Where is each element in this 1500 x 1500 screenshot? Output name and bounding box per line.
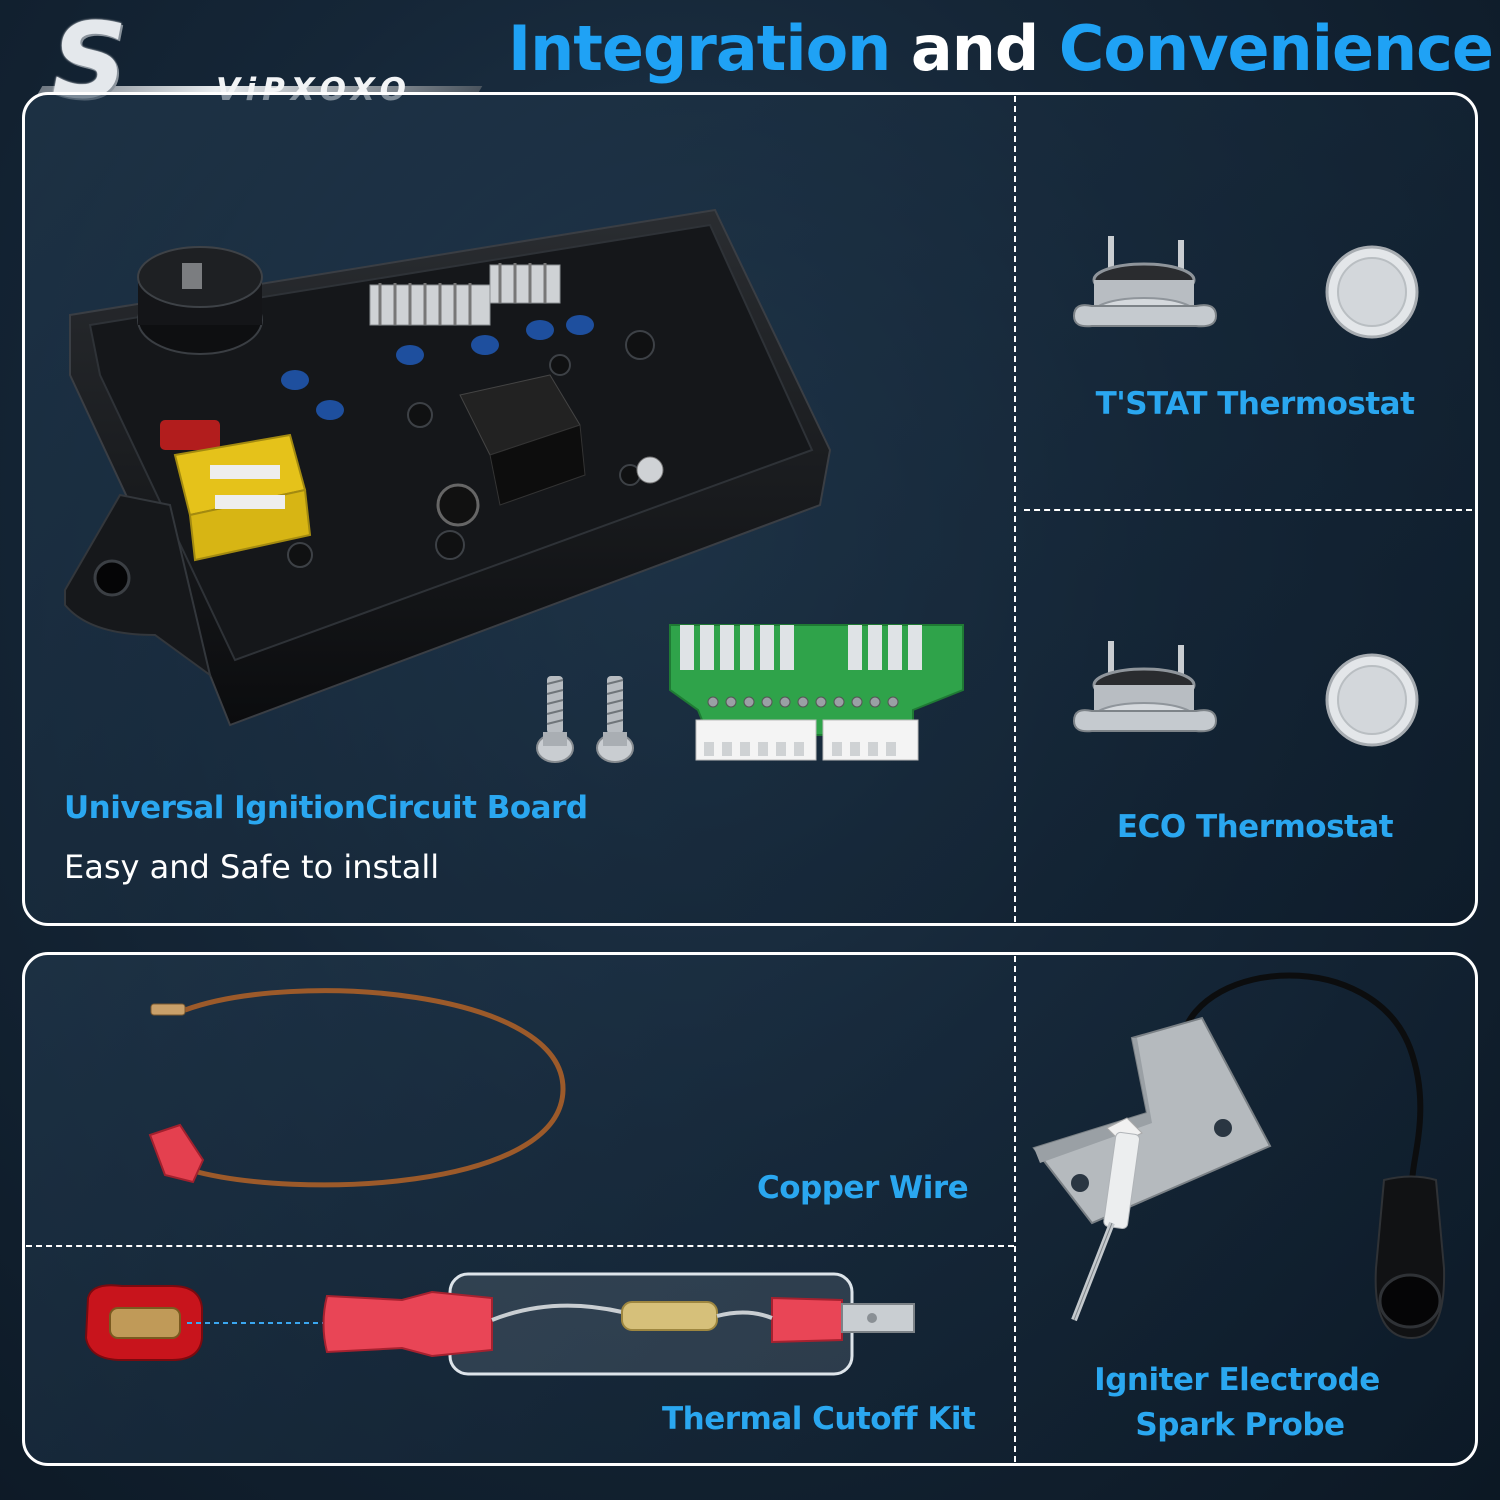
thermal-cutoff-kit-label: Thermal Cutoff Kit xyxy=(662,1401,976,1437)
tstat-thermostat-label: T'STAT Thermostat xyxy=(1095,386,1415,422)
igniter-electrode-image xyxy=(1032,972,1446,1340)
thermal-cutoff-kit-image xyxy=(84,1272,915,1376)
top-panel-divider-horizontal xyxy=(1024,509,1472,511)
ignition-board-image xyxy=(64,208,832,727)
mounting-screws-image xyxy=(536,676,634,763)
eco-thermostat-top-image xyxy=(1325,653,1419,747)
ignition-board-label: Universal IgnitionCircuit Board xyxy=(64,790,588,826)
title-integration: Integration xyxy=(508,12,891,85)
eco-thermostat-label: ECO Thermostat xyxy=(1116,809,1394,845)
copper-wire-label: Copper Wire xyxy=(757,1170,969,1206)
title-and: and xyxy=(910,12,1039,85)
page-title: Integration and Convenience xyxy=(508,12,1494,85)
title-convenience: Convenience xyxy=(1058,12,1494,85)
igniter-label-line2: Spark Probe xyxy=(1135,1407,1345,1443)
copper-wire-image xyxy=(148,988,566,1188)
igniter-label-line1: Igniter Electrode xyxy=(1094,1362,1380,1398)
eco-thermostat-side-image xyxy=(1072,641,1218,733)
tstat-thermostat-top-image xyxy=(1325,245,1419,339)
tstat-thermostat-side-image xyxy=(1072,236,1218,328)
ignition-board-subtitle: Easy and Safe to install xyxy=(64,848,440,886)
bottom-panel xyxy=(22,952,1478,1466)
top-panel-divider-vertical xyxy=(1014,96,1016,922)
connector-board-image xyxy=(669,624,964,761)
bottom-panel-divider-horizontal xyxy=(26,1245,1014,1247)
bottom-panel-divider-vertical xyxy=(1014,956,1016,1462)
